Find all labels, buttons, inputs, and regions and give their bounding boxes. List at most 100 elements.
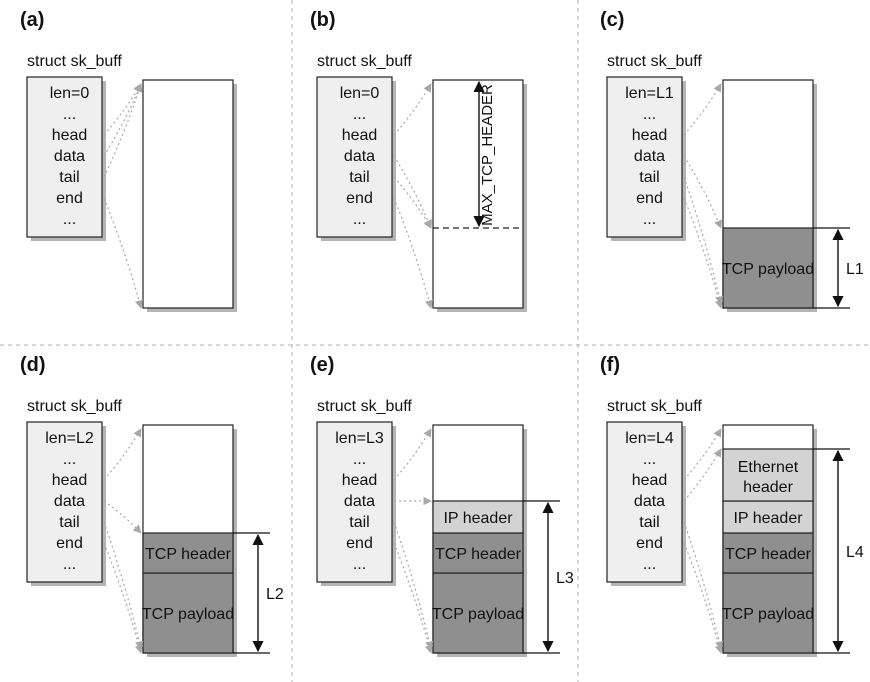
struct-box <box>316 76 393 238</box>
struct-box <box>26 421 103 583</box>
struct-field-head: head <box>342 127 378 144</box>
struct-field-ellipsis: ... <box>353 556 366 573</box>
panel-label: (b) <box>310 9 336 31</box>
struct-field-data: data <box>344 493 375 510</box>
struct-box <box>316 421 393 583</box>
pointer-arrow-head <box>683 83 722 136</box>
panel-label: (d) <box>20 354 46 376</box>
struct-field-ellipsis: ... <box>353 211 366 228</box>
panels: (a) struct sk_buff len=0... head data tail end… <box>20 9 864 657</box>
panel-f: (f)struct sk_bufflen=L4...headdatatailen… <box>600 354 864 657</box>
struct-field-data: data <box>54 493 85 510</box>
pointer-arrow-data <box>103 83 142 157</box>
segment-tcp-payload <box>722 227 814 309</box>
segment-label: IP header <box>443 510 513 527</box>
struct-field-tail: tail <box>59 169 79 186</box>
struct-field-len: len=L1 <box>625 85 674 102</box>
pointer-arrow-end <box>103 197 144 309</box>
max-tcp-header-label: MAX_TCP_HEADER <box>479 84 496 226</box>
struct-field-len: len=L4 <box>625 430 674 447</box>
struct-title: struct sk_buff <box>27 53 122 70</box>
segment-tcp-header <box>142 532 234 574</box>
struct-field-tail: tail <box>59 514 79 531</box>
struct-field-end: end <box>636 190 663 207</box>
struct-field-len: len=L2 <box>45 430 94 447</box>
struct-field-ellipsis: ... <box>63 556 76 573</box>
pointer-arrow-data <box>393 155 432 229</box>
struct-field-tail: tail <box>639 514 659 531</box>
struct-field-head: head <box>52 127 88 144</box>
struct-field-len: len=0 <box>340 85 380 102</box>
struct-field-ellipsis: ... <box>643 106 656 123</box>
dimension-label: L2 <box>266 586 284 603</box>
struct-field-ellipsis: ... <box>63 106 76 123</box>
struct-field-data: data <box>54 148 85 165</box>
struct-field-head: head <box>632 472 668 489</box>
struct-field-end: end <box>346 535 373 552</box>
pointer-arrow-end <box>393 542 434 654</box>
pointer-arrow-tail <box>103 83 143 178</box>
pointer-arrow-tail <box>683 176 724 305</box>
dimension-label: L3 <box>556 570 574 587</box>
buffer-box <box>142 79 234 309</box>
struct-field-tail: tail <box>349 169 369 186</box>
segment-ip-header <box>722 500 814 534</box>
struct-field-len: len=0 <box>50 85 90 102</box>
segment-label: TCP payload <box>142 606 234 623</box>
struct-field-ellipsis: ... <box>63 451 76 468</box>
struct-field-len: len=L3 <box>335 430 384 447</box>
struct-field-end: end <box>636 535 663 552</box>
pointer-arrow-data <box>683 448 722 502</box>
struct-field-data: data <box>344 148 375 165</box>
dimension-label: L1 <box>846 261 864 278</box>
pointer-arrow-head <box>103 428 142 481</box>
struct-title: struct sk_buff <box>27 398 122 415</box>
struct-box <box>606 76 683 238</box>
panel-label: (c) <box>600 9 624 31</box>
segment-label: TCP payload <box>722 261 814 278</box>
segment-label: IP header <box>733 510 803 527</box>
segment-label: TCP header <box>725 546 812 563</box>
segment-label: TCP header <box>435 546 522 563</box>
pointer-arrow-head <box>393 428 432 481</box>
struct-field-tail: tail <box>639 169 659 186</box>
buffer-box <box>432 79 524 309</box>
struct-field-ellipsis: ... <box>643 451 656 468</box>
panel-label: (a) <box>20 9 44 31</box>
panel-label: (f) <box>600 354 620 376</box>
struct-field-ellipsis: ... <box>643 556 656 573</box>
segment-label: TCP payload <box>432 606 524 623</box>
pointer-arrow-head <box>683 428 722 481</box>
segment-ethernet-header <box>722 448 814 502</box>
segment-label: TCP header <box>145 546 232 563</box>
struct-field-head: head <box>632 127 668 144</box>
segment-tcp-payload <box>432 572 524 654</box>
pointer-arrow-head <box>393 83 432 136</box>
struct-title: struct sk_buff <box>317 398 412 415</box>
struct-title: struct sk_buff <box>607 398 702 415</box>
pointer-arrow-head <box>103 83 142 136</box>
segment-ip-header <box>432 500 524 534</box>
struct-title: struct sk_buff <box>317 53 412 70</box>
struct-title: struct sk_buff <box>607 53 702 70</box>
segment-tcp-payload <box>142 572 234 654</box>
struct-field-tail: tail <box>349 514 369 531</box>
struct-field-ellipsis: ... <box>353 451 366 468</box>
struct-box <box>26 76 103 238</box>
segment-tcp-header <box>722 532 814 574</box>
panel-c: (c) struct sk_buff len=L1... head data tail en… <box>600 9 864 312</box>
struct-field-ellipsis: ... <box>643 211 656 228</box>
struct-field-data: data <box>634 148 665 165</box>
struct-box <box>606 421 683 583</box>
dimension-label: L4 <box>846 544 864 561</box>
pointer-arrow-data <box>683 155 722 229</box>
panel-b: (b)struct sk_bufflen=0...headdatatailend… <box>310 9 527 312</box>
panel-e: (e)struct sk_bufflen=L3...headdatatailen… <box>310 354 574 657</box>
pointer-arrow-end <box>103 542 144 654</box>
pointer-arrow-data <box>103 500 142 534</box>
segment-tcp-header <box>432 532 524 574</box>
struct-field-ellipsis: ... <box>353 106 366 123</box>
panel-d: (d)struct sk_bufflen=L2...headdatatailen… <box>20 354 284 657</box>
